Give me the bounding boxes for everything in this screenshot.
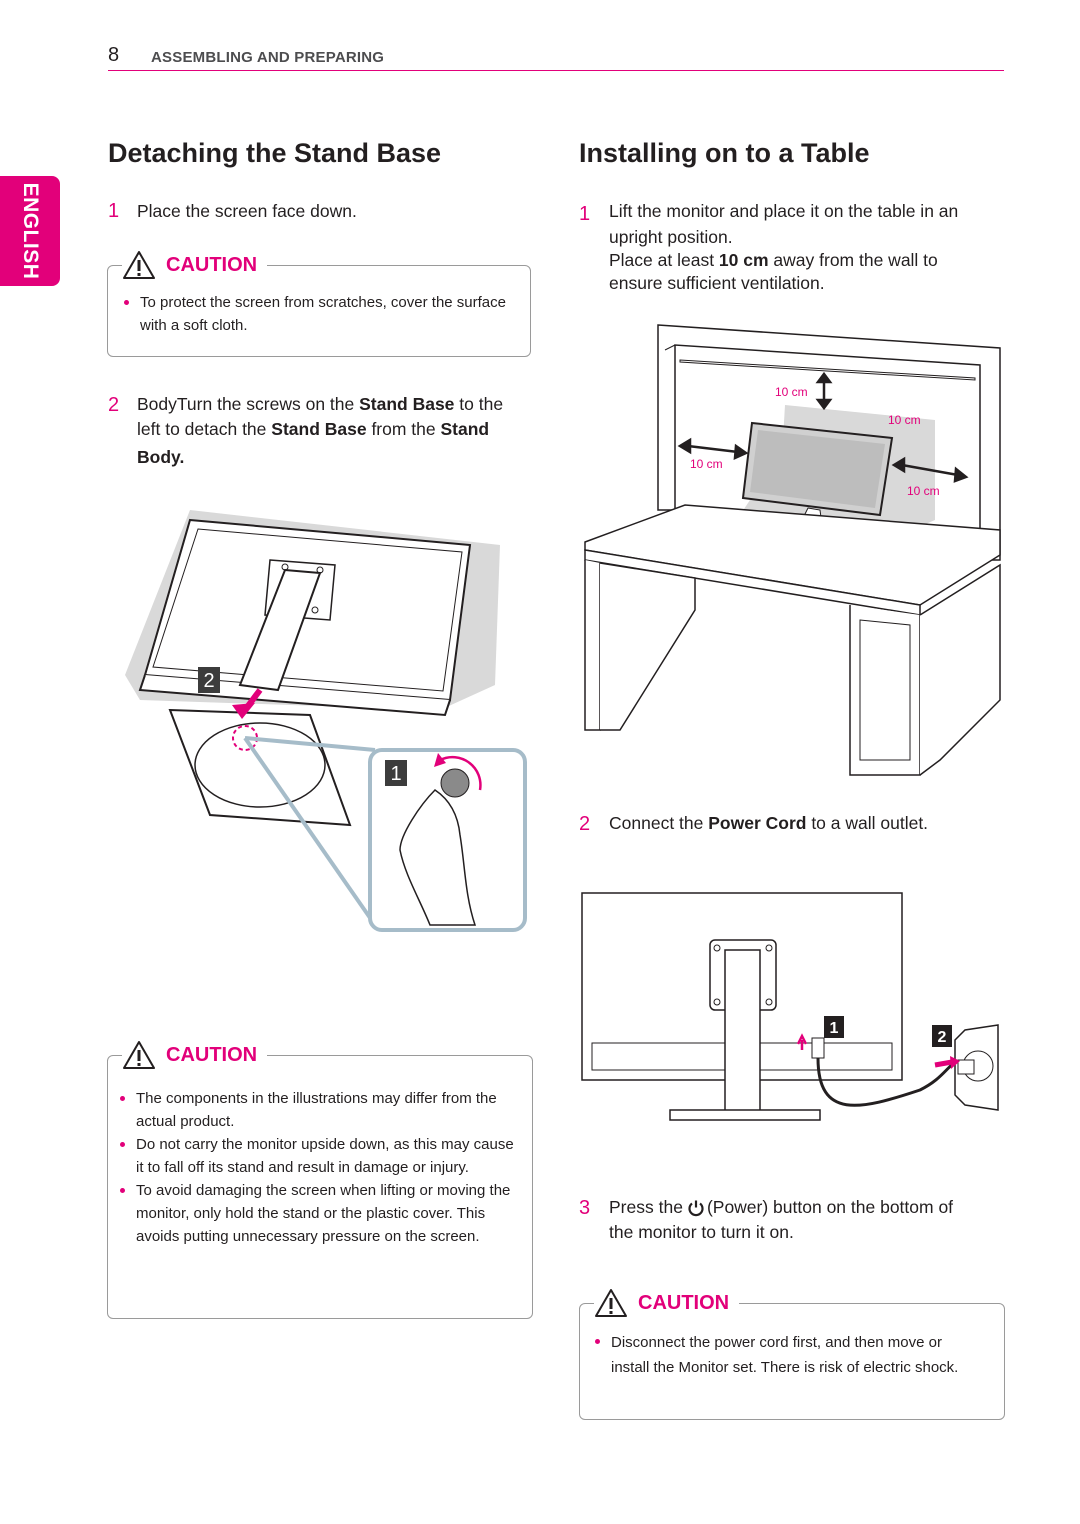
language-tab-label: ENGLISH (19, 182, 42, 280)
clearance-right-label: 10 cm (907, 484, 940, 498)
step2-text-part: to the (454, 394, 504, 414)
clearance-right-top-label: 10 cm (888, 413, 921, 427)
caution-list-2: The components in the illustrations may … (118, 1087, 518, 1248)
detaching-title: Detaching the Stand Base (108, 138, 442, 168)
section-title: ASSEMBLING AND PREPARING (151, 49, 385, 66)
step3-part: Press the (609, 1197, 683, 1217)
caution-label-3: CAUTION (638, 1291, 730, 1314)
left-step2-text: BodyTurn the screws on the Stand Base to… (137, 392, 537, 470)
right-step3-text: Press the (Power) button on the bottom o… (609, 1195, 1009, 1245)
warning-triangle-icon (123, 251, 155, 279)
power-callout-1-label: 1 (830, 1020, 839, 1037)
caution-box-3 (579, 1303, 1005, 1420)
clearance-left-label: 10 cm (690, 457, 723, 471)
installing-title: Installing on to a Table (579, 138, 870, 168)
distance-term: 10 cm (718, 250, 769, 270)
right-step2-number: 2 (579, 813, 591, 835)
power-callout-2-label: 2 (938, 1029, 947, 1046)
detach-stand-illustration: 2 1 (125, 510, 527, 932)
clearance-top-label: 10 cm (775, 385, 808, 399)
left-step1-text: Place the screen face down. (137, 201, 357, 221)
header-divider (108, 70, 1004, 71)
step2-text-part: left to detach the (137, 419, 272, 439)
left-step1-number: 1 (108, 200, 120, 222)
step-line: Lift the monitor and place it on the tab… (609, 201, 959, 221)
caution-item: To protect the screen from scratches, co… (122, 291, 517, 337)
caution-list-1: To protect the screen from scratches, co… (122, 291, 517, 337)
right-step1-text: Lift the monitor and place it on the tab… (609, 200, 1009, 295)
caution-box-1 (107, 265, 531, 357)
caution-item: Do not carry the monitor upside down, as… (118, 1133, 518, 1179)
warning-triangle-icon (595, 1289, 627, 1317)
step2-part: to a wall outlet. (806, 813, 929, 833)
caution-box-2 (107, 1055, 533, 1319)
caution-label-1: CAUTION (166, 253, 258, 276)
caution-list-3: Disconnect the power cord first, and the… (593, 1330, 978, 1380)
left-step2-number: 2 (108, 394, 120, 416)
step3-part: (Power) button on the bottom of (706, 1197, 954, 1217)
callout-2-label: 2 (203, 670, 214, 692)
step3-line: the monitor to turn it on. (609, 1222, 794, 1242)
caution-label-2: CAUTION (166, 1043, 258, 1066)
warning-triangle-icon (123, 1041, 155, 1069)
caution-header-3: CAUTION (594, 1288, 740, 1318)
page-number: 8 (108, 44, 120, 66)
right-step2-text: Connect the Power Cord to a wall outlet. (609, 811, 928, 836)
step-line: upright position. (609, 227, 733, 247)
power-cord-term: Power Cord (708, 813, 807, 833)
power-cord-illustration: 1 2 (581, 892, 999, 1121)
step2-text-part: BodyTurn the screws on the (137, 394, 360, 414)
language-tab: ENGLISH (0, 176, 60, 286)
caution-header-2: CAUTION (122, 1040, 268, 1070)
step-line-part: away from the wall to (768, 250, 938, 270)
step-line-part: Place at least (609, 250, 719, 270)
step2-part: Connect the (609, 813, 709, 833)
right-step3-number: 3 (579, 1197, 591, 1219)
right-step1-number: 1 (579, 203, 591, 225)
callout-1-label: 1 (390, 763, 401, 785)
step-line: ensure sufficient ventilation. (609, 273, 825, 293)
caution-item: To avoid damaging the screen when liftin… (118, 1179, 518, 1248)
caution-item: Disconnect the power cord first, and the… (593, 1330, 978, 1380)
desk-clearance-illustration: 10 cm 10 cm 10 cm 10 cm (584, 324, 1001, 776)
stand-body-term: Stand (440, 419, 490, 439)
caution-header-1: CAUTION (122, 250, 268, 280)
step2-text-part: from the (366, 419, 441, 439)
stand-base-term: Stand Base (359, 394, 455, 414)
power-icon (688, 1200, 704, 1216)
caution-item: The components in the illustrations may … (118, 1087, 518, 1133)
stand-base-term: Stand Base (271, 419, 367, 439)
stand-body-term: Body. (137, 447, 185, 467)
